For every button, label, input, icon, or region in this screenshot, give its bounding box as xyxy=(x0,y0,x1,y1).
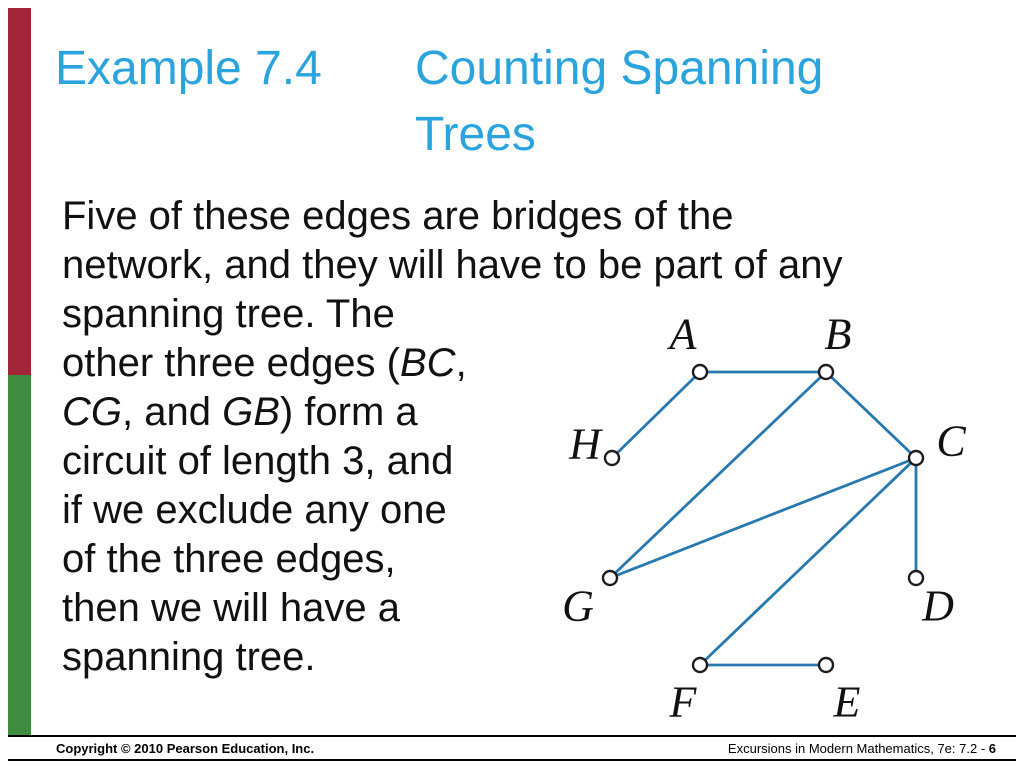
graph-vertex-label-F: F xyxy=(669,678,698,727)
edge-name-italic: BC xyxy=(400,341,456,385)
accent-bar-red xyxy=(8,8,31,375)
graph-vertex-label-G: G xyxy=(562,582,594,631)
footer-source-text: Excursions in Modern Mathematics, 7e: 7.… xyxy=(727,740,989,756)
body-segment: if we exclude any one xyxy=(62,488,447,532)
body-line: circuit of length 3, and xyxy=(62,437,842,486)
graph-vertex-F xyxy=(691,656,709,674)
body-segment: Five of these edges are bridges of the xyxy=(62,194,734,238)
graph-vertex-B xyxy=(817,363,835,381)
title-example-number: Example 7.4 xyxy=(55,42,322,95)
body-segment: network, and they will have to be part o… xyxy=(62,243,843,287)
title-topic-line1: Counting Spanning xyxy=(415,42,824,95)
footer-source: Excursions in Modern Mathematics, 7e: 7.… xyxy=(728,741,996,756)
footer: Copyright © 2010 Pearson Education, Inc.… xyxy=(8,735,1016,761)
footer-copyright: Copyright © 2010 Pearson Education, Inc. xyxy=(56,740,315,756)
accent-bar-green xyxy=(8,375,31,735)
body-segment: circuit of length 3, and xyxy=(62,439,454,483)
graph-vertex-label-C: C xyxy=(936,417,966,466)
body-segment: , and xyxy=(122,390,223,434)
body-line: CG, and GB) form a xyxy=(62,388,842,437)
graph-vertex-A xyxy=(691,363,709,381)
edge-name-italic: CG xyxy=(62,390,122,434)
body-text: Five of these edges are bridges of the ne… xyxy=(62,192,842,682)
body-line: network, and they will have to be part o… xyxy=(62,241,842,290)
edge-name-italic: GB xyxy=(222,390,280,434)
graph-vertex-label-H: H xyxy=(568,420,603,469)
body-segment: ) form a xyxy=(279,390,418,434)
spanning-tree-graph-diagram: A B H C G D F E xyxy=(562,310,966,727)
graph-vertex-C xyxy=(907,449,925,467)
body-segment: spanning tree. xyxy=(62,635,316,679)
body-line: of the three edges, xyxy=(62,535,842,584)
graph-vertex-label-B: B xyxy=(825,310,852,359)
graph-edge-BC xyxy=(825,370,917,460)
title-topic: Counting Spanning Trees xyxy=(415,36,823,168)
body-line: if we exclude any one xyxy=(62,486,842,535)
body-segment: then we will have a xyxy=(62,586,400,630)
graph-vertex-label-A: A xyxy=(667,310,698,359)
body-segment: spanning tree. The xyxy=(62,292,395,336)
body-line: then we will have a xyxy=(62,584,842,633)
graph-edge-HA xyxy=(611,370,701,460)
body-line: Five of these edges are bridges of the xyxy=(62,192,842,241)
body-segment: other three edges ( xyxy=(62,341,400,385)
graph-edge-CF xyxy=(699,456,917,667)
graph-vertex-G xyxy=(601,569,619,587)
graph-vertex-H xyxy=(603,449,621,467)
graph-vertex-E xyxy=(817,656,835,674)
graph-vertex-label-E: E xyxy=(833,678,861,727)
body-line: spanning tree. The xyxy=(62,290,842,339)
graph-edge-CG xyxy=(609,456,917,580)
body-segment: of the three edges, xyxy=(62,537,396,581)
graph-vertex-label-D: D xyxy=(921,582,954,631)
footer-page-number: 6 xyxy=(988,740,996,756)
graph-vertex-D xyxy=(907,569,925,587)
title-topic-line2: Trees xyxy=(415,108,536,161)
graph-edge-BG xyxy=(609,370,827,580)
body-segment: , xyxy=(455,341,467,385)
body-line: spanning tree. xyxy=(62,633,842,682)
body-line: other three edges (BC, xyxy=(62,339,842,388)
